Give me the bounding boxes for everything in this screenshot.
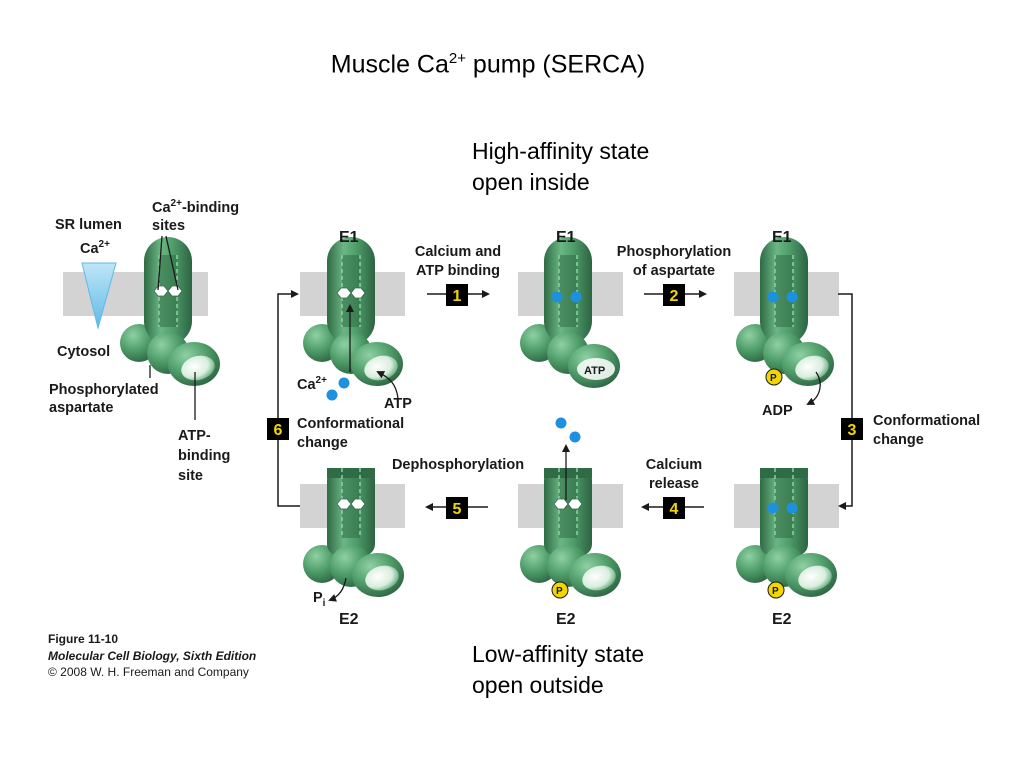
aspartate-label: aspartate — [49, 400, 113, 416]
high-affinity-line2: open inside — [472, 169, 590, 195]
svg-text:Phosphorylation: Phosphorylation — [617, 244, 731, 260]
atp-in-label: ATP — [384, 396, 412, 412]
legend-panel: SR lumen Ca2+ Cytosol Ca2+-binding sites… — [49, 198, 239, 484]
low-affinity-line2: open outside — [472, 672, 604, 698]
atp-binding-site-label-3: site — [178, 468, 203, 484]
state-label-bottom-left: E2 — [339, 611, 359, 628]
step-1: Calcium and ATP binding 1 — [415, 244, 501, 306]
state-label-top-mid: E1 — [556, 229, 576, 246]
phosphate-badge — [765, 368, 783, 386]
step-4-badge — [663, 497, 685, 519]
figure-caption: Figure 11-10 Molecular Cell Biology, Six… — [48, 631, 256, 681]
step-5: Dephosphorylation 5 — [392, 457, 524, 519]
phosphate-badge — [767, 581, 785, 599]
pump-e1-phosphorylated: P E1 ADP — [735, 229, 834, 419]
svg-text:Calcium and: Calcium and — [415, 244, 501, 260]
title-main: Muscle Ca — [330, 50, 449, 79]
cytosol-label: Cytosol — [57, 344, 110, 360]
legend-atp-domain-icon — [168, 342, 220, 386]
svg-text:Conformational: Conformational — [297, 416, 404, 432]
svg-text:P: P — [772, 586, 779, 597]
step-2-badge — [663, 284, 685, 306]
calcium-ion — [551, 291, 563, 303]
svg-text:P: P — [556, 586, 563, 597]
high-affinity-line1: High-affinity state — [472, 138, 650, 164]
state-label-top-right: E1 — [772, 229, 792, 246]
step-6: 6 Conformational change — [267, 290, 404, 507]
svg-text:Calcium: Calcium — [646, 457, 702, 473]
calcium-ion-out — [569, 431, 581, 443]
state-label-bottom-mid: E2 — [556, 611, 576, 628]
binding-sites-label: Ca2+-binding — [152, 198, 239, 216]
low-affinity-label: Low-affinity state open outside — [472, 639, 644, 701]
svg-text:5: 5 — [453, 501, 462, 518]
svg-text:ATP binding: ATP binding — [416, 263, 500, 279]
pump-e2-dephosphorylated: Pi E2 — [302, 467, 404, 628]
step-1-badge — [446, 284, 468, 306]
sr-lumen-label: SR lumen — [55, 217, 122, 233]
title-sup: 2+ — [448, 50, 466, 67]
calcium-ion-in — [338, 377, 350, 389]
atp-bound-label: ATP — [584, 365, 605, 377]
calcium-ion — [767, 502, 779, 514]
low-affinity-line1: Low-affinity state — [472, 641, 645, 667]
step-5-badge — [446, 497, 468, 519]
calcium-ion — [786, 502, 798, 514]
pump-e2-ca-bound: P E2 — [735, 467, 837, 628]
high-affinity-label: High-affinity state open inside — [472, 136, 649, 198]
svg-text:1: 1 — [453, 288, 462, 305]
pump-e1-ca-atp-bound: ATP E1 — [519, 229, 620, 388]
state-label-top-left: E1 — [339, 229, 359, 246]
legend-ca-label: Ca2+ — [80, 239, 110, 257]
step-3: 3 Conformational change — [838, 293, 980, 510]
ca-in-label: Ca2+ — [297, 375, 327, 393]
svg-text:6: 6 — [274, 422, 283, 439]
slide-title: Muscle Ca2+ pump (SERCA) — [0, 50, 976, 79]
pump-e1-empty: E1 — [302, 229, 403, 386]
pi-label: Pi — [313, 590, 326, 609]
atp-binding-site-label-1: ATP- — [178, 428, 211, 444]
calcium-gradient-funnel-icon — [81, 262, 117, 330]
figure-copyright: © 2008 W. H. Freeman and Company — [48, 665, 249, 679]
calcium-ion — [570, 291, 582, 303]
svg-text:P: P — [770, 373, 777, 384]
step-6-badge — [267, 418, 289, 440]
svg-text:3: 3 — [848, 422, 857, 439]
calcium-ion-out — [555, 417, 567, 429]
binding-sites-label-2: sites — [152, 218, 185, 234]
svg-text:2: 2 — [670, 288, 679, 305]
figure-book-title: Molecular Cell Biology, Sixth Edition — [48, 648, 257, 663]
calcium-ion — [786, 291, 798, 303]
step-4: Calcium release 4 — [641, 457, 704, 519]
svg-text:change: change — [297, 435, 348, 451]
step-2: Phosphorylation of aspartate 2 — [617, 244, 731, 306]
pump-e2-calcium-release: P E2 — [519, 417, 621, 628]
atp-binding-site-label-2: binding — [178, 448, 230, 464]
calcium-ion-in — [326, 389, 338, 401]
svg-text:of aspartate: of aspartate — [633, 263, 715, 279]
svg-text:4: 4 — [670, 501, 679, 518]
title-rest: pump (SERCA) — [465, 50, 646, 79]
phosphate-badge — [551, 581, 569, 599]
svg-text:Dephosphorylation: Dephosphorylation — [392, 457, 524, 473]
state-label-bottom-right: E2 — [772, 611, 792, 628]
step-3-badge — [841, 418, 863, 440]
svg-text:release: release — [649, 476, 699, 492]
figure-number: Figure 11-10 — [48, 632, 119, 646]
svg-text:Conformational: Conformational — [873, 413, 980, 429]
adp-label: ADP — [762, 403, 793, 419]
svg-text:change: change — [873, 432, 924, 448]
phosphorylated-label: Phosphorylated — [49, 382, 159, 398]
calcium-ion — [767, 291, 779, 303]
